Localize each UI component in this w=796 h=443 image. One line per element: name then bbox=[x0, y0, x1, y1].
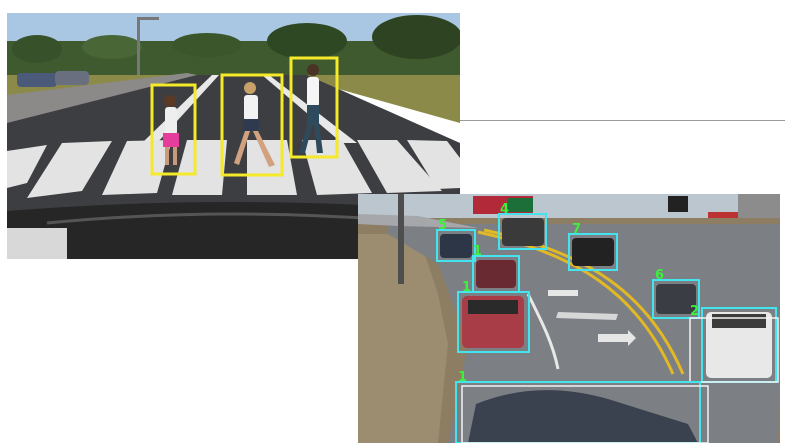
vehicle-4 bbox=[502, 218, 544, 246]
detection-label: 7 bbox=[572, 222, 581, 237]
intersection-photo: 4 5 6 7 1 1 2 1 bbox=[358, 194, 780, 443]
pedestrian-box-2 bbox=[220, 73, 284, 177]
detection-label: 4 bbox=[500, 202, 509, 217]
divider-line bbox=[460, 120, 785, 121]
crosswalk-photo bbox=[7, 13, 460, 259]
vehicle-1a bbox=[476, 260, 516, 288]
detection-label: 1 bbox=[462, 280, 471, 295]
pedestrian-box-1 bbox=[150, 83, 197, 176]
vehicle-2 bbox=[706, 312, 772, 378]
pedestrian-box-3 bbox=[289, 56, 339, 159]
vehicle-7 bbox=[572, 238, 614, 266]
pedestrian-woman bbox=[299, 64, 323, 153]
detection-label: 2 bbox=[690, 304, 699, 319]
detection-label: 1 bbox=[458, 370, 467, 385]
pedestrian-child bbox=[163, 95, 179, 165]
vehicle-6 bbox=[656, 284, 696, 314]
pedestrian-girl bbox=[234, 82, 275, 167]
detection-label: 5 bbox=[438, 218, 447, 233]
detection-label: 6 bbox=[655, 268, 664, 283]
vehicle-1c bbox=[468, 390, 698, 443]
detection-label: 1 bbox=[473, 244, 482, 259]
vehicle-5 bbox=[440, 234, 472, 258]
